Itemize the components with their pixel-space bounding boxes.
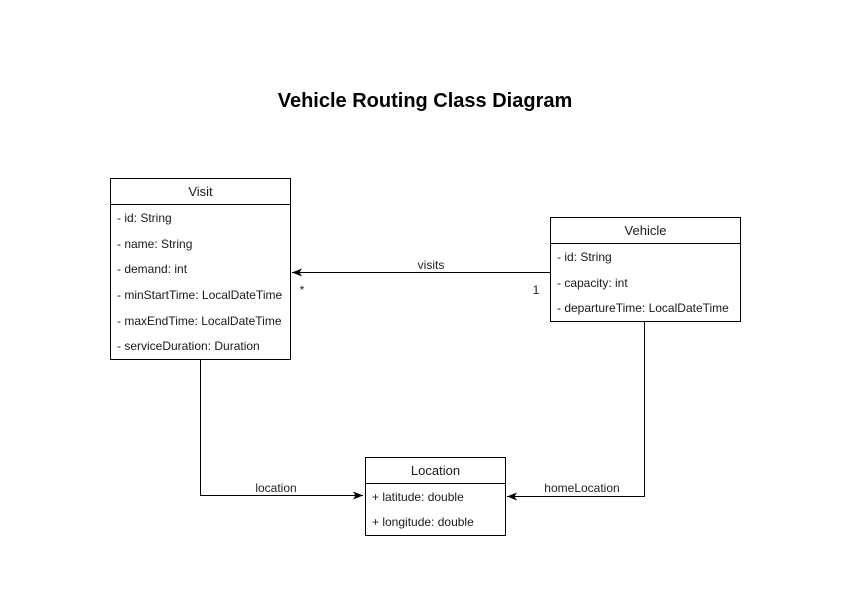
class-field: - departureTime: LocalDateTime	[557, 301, 729, 316]
class-field: - minStartTime: LocalDateTime	[117, 287, 283, 302]
multiplicity-visits-target: *	[299, 283, 305, 297]
class-field: - id: String	[557, 249, 612, 264]
class-body-visit: - id: String - name: String - demand: in…	[111, 205, 290, 359]
edge-label-homelocation: homeLocation	[542, 481, 622, 495]
class-field: + latitude: double	[372, 489, 464, 504]
class-body-location: + latitude: double + longitude: double	[366, 484, 505, 535]
class-title-visit: Visit	[111, 179, 290, 205]
multiplicity-visits-source: 1	[532, 283, 540, 297]
class-box-visit[interactable]: Visit - id: String - name: String - dema…	[110, 178, 291, 360]
class-body-vehicle: - id: String - capacity: int - departure…	[551, 244, 740, 321]
class-field: - demand: int	[117, 262, 188, 277]
edge-homelocation[interactable]	[507, 321, 645, 501]
class-field: - capacity: int	[557, 275, 628, 290]
edge-location[interactable]	[200, 359, 364, 500]
class-field: - name: String	[117, 236, 193, 251]
class-box-vehicle[interactable]: Vehicle - id: String - capacity: int - d…	[550, 217, 741, 322]
diagram-title: Vehicle Routing Class Diagram	[277, 90, 573, 112]
class-field: - maxEndTime: LocalDateTime	[117, 313, 282, 328]
class-field: - serviceDuration: Duration	[117, 339, 260, 354]
class-box-location[interactable]: Location + latitude: double + longitude:…	[365, 457, 506, 536]
class-title-vehicle: Vehicle	[551, 218, 740, 244]
edge-label-location: location	[253, 481, 299, 495]
class-title-location: Location	[366, 458, 505, 484]
edge-label-visits: visits	[415, 258, 447, 272]
class-field: - id: String	[117, 210, 172, 225]
class-field: + longitude: double	[372, 515, 474, 530]
